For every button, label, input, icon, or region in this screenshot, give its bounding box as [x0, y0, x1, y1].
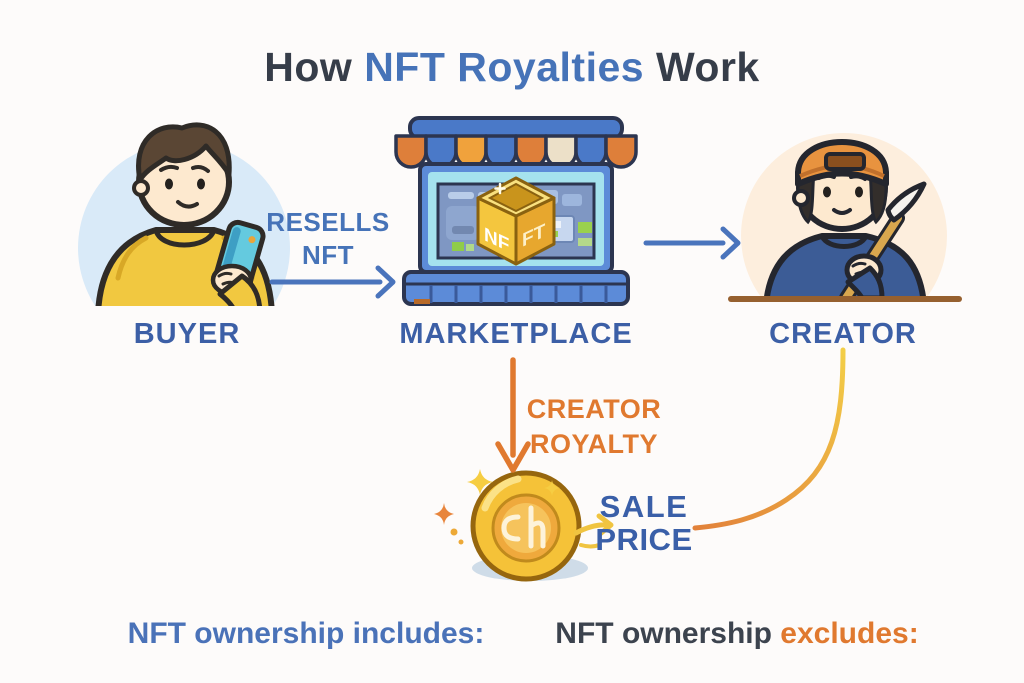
creator-royalty-curve — [692, 347, 846, 531]
royalty-arrow — [495, 357, 531, 473]
footer-excludes-emphasis: excludes: — [780, 617, 919, 650]
creator-royalty-caption: CREATOR ROYALTY — [527, 392, 662, 462]
resells-nft-caption: RESELLS NFT — [266, 206, 389, 271]
resells-line2: NFT — [301, 239, 355, 270]
royalty-line1: CREATOR — [526, 394, 662, 424]
resells-line1: RESELLS — [266, 207, 390, 237]
buyer-label: BUYER — [133, 318, 241, 350]
sale-price-line2: PRICE — [595, 522, 693, 558]
title-highlight: NFT Royalties — [352, 44, 645, 90]
footer-includes-emphasis: includes: — [352, 617, 485, 650]
creator-desk — [728, 296, 962, 302]
footer-excludes: NFT ownership excludes: — [555, 617, 918, 651]
marketplace-storefront-icon: NF FT — [394, 116, 638, 306]
cap-strap — [824, 152, 866, 171]
page-title: How NFT Royalties Work — [0, 44, 1024, 91]
title-part1: How — [264, 44, 353, 90]
marketplace-label: MARKETPLACE — [399, 318, 633, 350]
royalty-line2: ROYALTY — [529, 429, 659, 460]
sparkles — [434, 469, 560, 545]
creator-label: CREATOR — [769, 318, 917, 350]
footer-includes-prefix: NFT ownership — [127, 617, 353, 650]
footer-includes: NFT ownership includes: — [128, 617, 485, 651]
footer-excludes-prefix: NFT ownership — [555, 617, 781, 650]
sale-price-caption: SALE PRICE — [595, 490, 692, 557]
storefront-base — [402, 270, 630, 306]
coin-symbol — [501, 505, 546, 549]
coin-icon — [434, 469, 588, 582]
buyer-hair — [136, 122, 232, 183]
creator-avatar-icon — [728, 133, 962, 302]
buyer-avatar-icon — [78, 122, 290, 306]
nft-cube-icon: NF FT — [476, 176, 556, 266]
sale-price-line1: SALE — [599, 489, 689, 524]
title-part2: Work — [644, 44, 760, 90]
